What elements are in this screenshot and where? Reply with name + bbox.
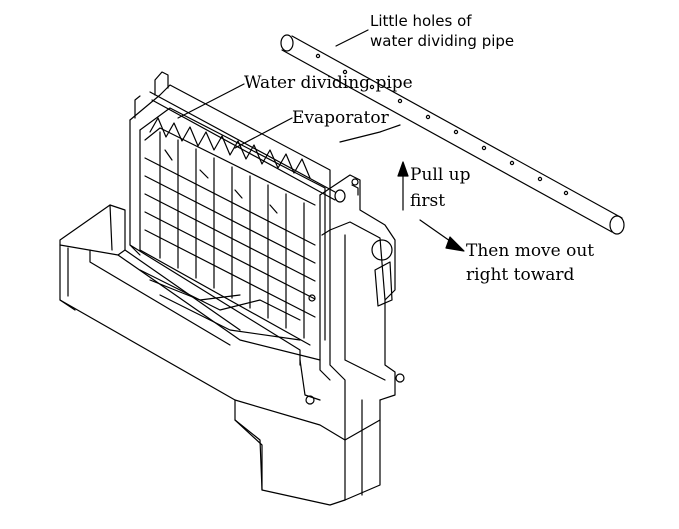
holes-label-line1: Little holes of bbox=[370, 12, 472, 30]
evaporator-frame bbox=[129, 71, 331, 366]
evaporator-label: Evaporator bbox=[292, 108, 390, 128]
right-housing bbox=[299, 174, 405, 501]
move-right-arrow bbox=[419, 219, 465, 252]
frame-pipe bbox=[149, 91, 346, 203]
pull-label-line1: Pull up bbox=[410, 165, 471, 185]
move-label-line2: right toward bbox=[466, 265, 575, 285]
leader-lines bbox=[177, 29, 401, 149]
holes-label-line2: water dividing pipe bbox=[370, 32, 514, 50]
water-tray bbox=[59, 204, 346, 506]
move-label-line1: Then move out bbox=[466, 241, 594, 261]
pull-up-arrow bbox=[397, 161, 409, 211]
water-dividing-pipe bbox=[280, 34, 625, 235]
pipe-label: Water dividing pipe bbox=[244, 73, 413, 93]
pull-label-line2: first bbox=[410, 191, 445, 211]
